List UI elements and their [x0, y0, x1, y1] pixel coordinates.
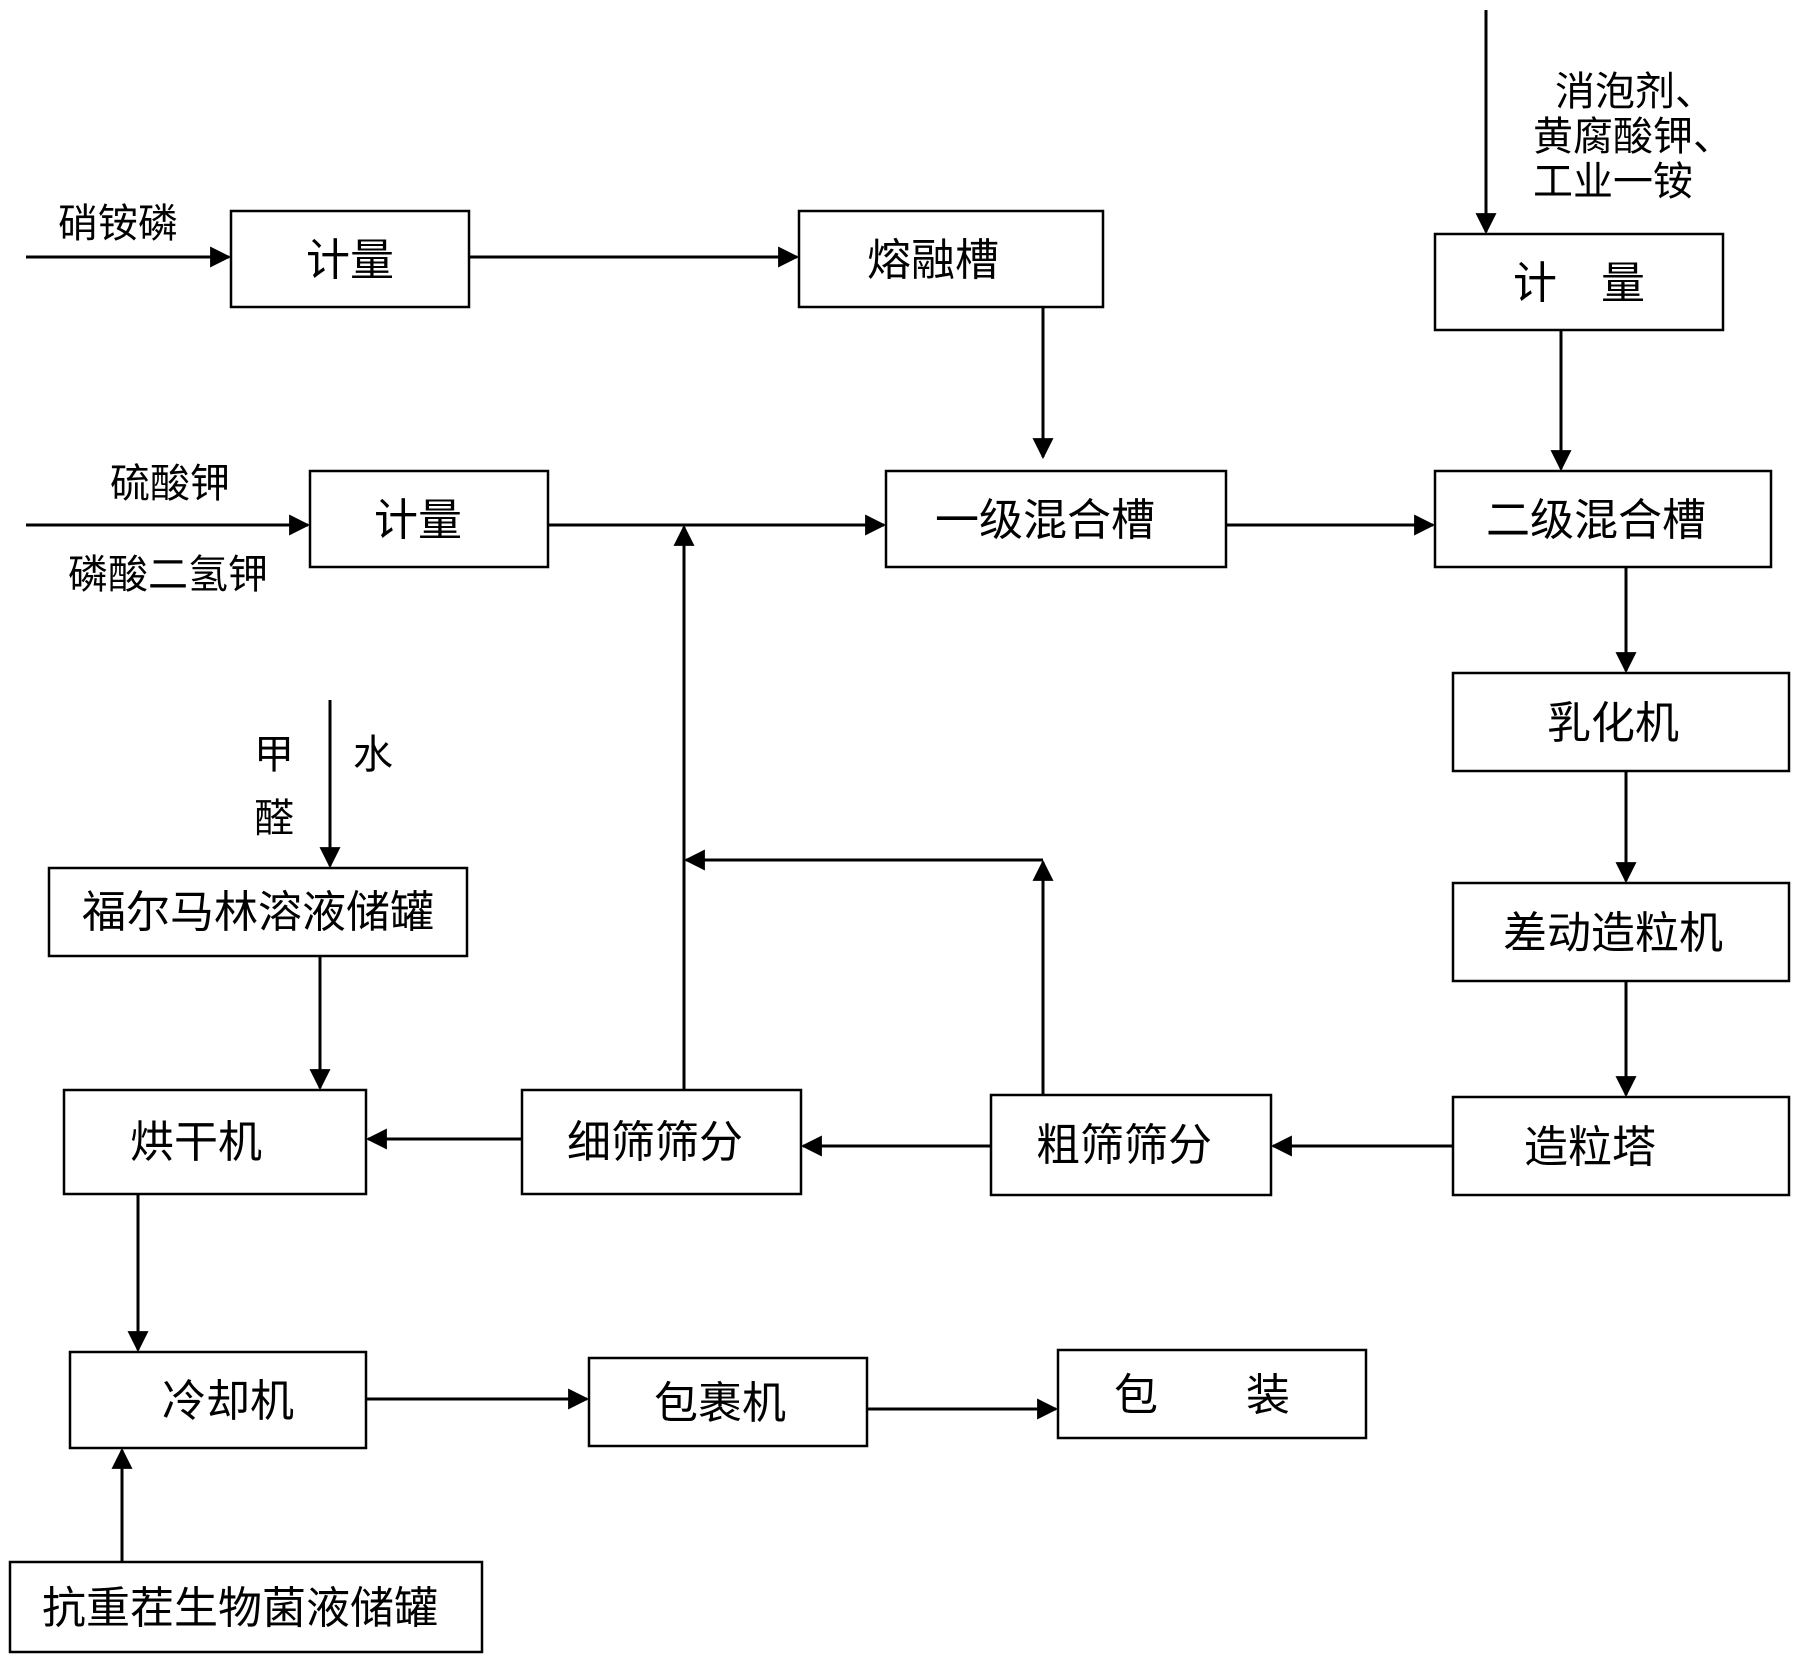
- granulator-box: 差动造粒机: [1451, 881, 1791, 983]
- dryer-box: 烘干机: [62, 1088, 368, 1196]
- input-label-additive-3: 工业一铵: [1533, 159, 1693, 205]
- meter-box-3: 计 量: [1433, 232, 1725, 332]
- secondary-mixing-tank-box: 二级混合槽: [1433, 469, 1773, 569]
- meter-box-2: 计量: [308, 469, 550, 569]
- bio-liquid-tank-box: 抗重茬生物菌液储罐: [8, 1560, 484, 1654]
- input-label-potassium-sulfate: 硫酸钾: [110, 461, 230, 507]
- bio-liquid-tank-label: 抗重茬生物菌液储罐: [42, 1583, 438, 1634]
- input-label-formaldehyde-1: 甲: [254, 732, 294, 778]
- meter-box-2-label: 计量: [374, 495, 462, 546]
- coating-machine-box: 包裹机: [587, 1356, 869, 1448]
- dryer-label: 烘干机: [130, 1117, 262, 1168]
- input-label-additive-2: 黄腐酸钾、: [1533, 114, 1733, 160]
- cooler-box: 冷却机: [68, 1350, 368, 1450]
- packaging-box: 包 装: [1056, 1348, 1368, 1440]
- packaging-label: 包 装: [1114, 1370, 1290, 1421]
- cooler-label: 冷却机: [162, 1376, 294, 1427]
- input-label-formaldehyde-2: 醛: [254, 796, 294, 842]
- coating-machine-label: 包裹机: [654, 1378, 786, 1429]
- meter-box-1: 计量: [229, 209, 471, 309]
- prilling-tower-label: 造粒塔: [1524, 1122, 1656, 1173]
- coarse-screen-box: 粗筛筛分: [989, 1093, 1273, 1197]
- melt-tank-label: 熔融槽: [867, 235, 999, 286]
- fine-screen-label: 细筛筛分: [567, 1117, 743, 1168]
- meter-box-1-label: 计量: [306, 235, 394, 286]
- formalin-tank-box: 福尔马林溶液储罐: [47, 866, 469, 958]
- primary-mixing-tank-box: 一级混合槽: [884, 469, 1228, 569]
- input-label-water: 水: [353, 732, 393, 778]
- coarse-screen-label: 粗筛筛分: [1036, 1120, 1212, 1171]
- meter-box-3-label: 计 量: [1513, 258, 1645, 309]
- input-label-potassium-dihydrogen-phosphate: 磷酸二氢钾: [68, 552, 268, 598]
- input-label-additive-1: 消泡剂、: [1555, 69, 1715, 115]
- fine-screen-box: 细筛筛分: [520, 1088, 803, 1196]
- emulsifier-box: 乳化机: [1451, 671, 1791, 773]
- prilling-tower-box: 造粒塔: [1451, 1095, 1791, 1197]
- emulsifier-label: 乳化机: [1547, 698, 1679, 749]
- melt-tank-box: 熔融槽: [797, 209, 1105, 309]
- formalin-tank-label: 福尔马林溶液储罐: [82, 887, 434, 938]
- input-label-nitro-ammonium-phosphate: 硝铵磷: [58, 201, 178, 247]
- granulator-label: 差动造粒机: [1503, 908, 1723, 959]
- primary-mixing-tank-label: 一级混合槽: [935, 495, 1155, 546]
- secondary-mixing-tank-label: 二级混合槽: [1486, 495, 1706, 546]
